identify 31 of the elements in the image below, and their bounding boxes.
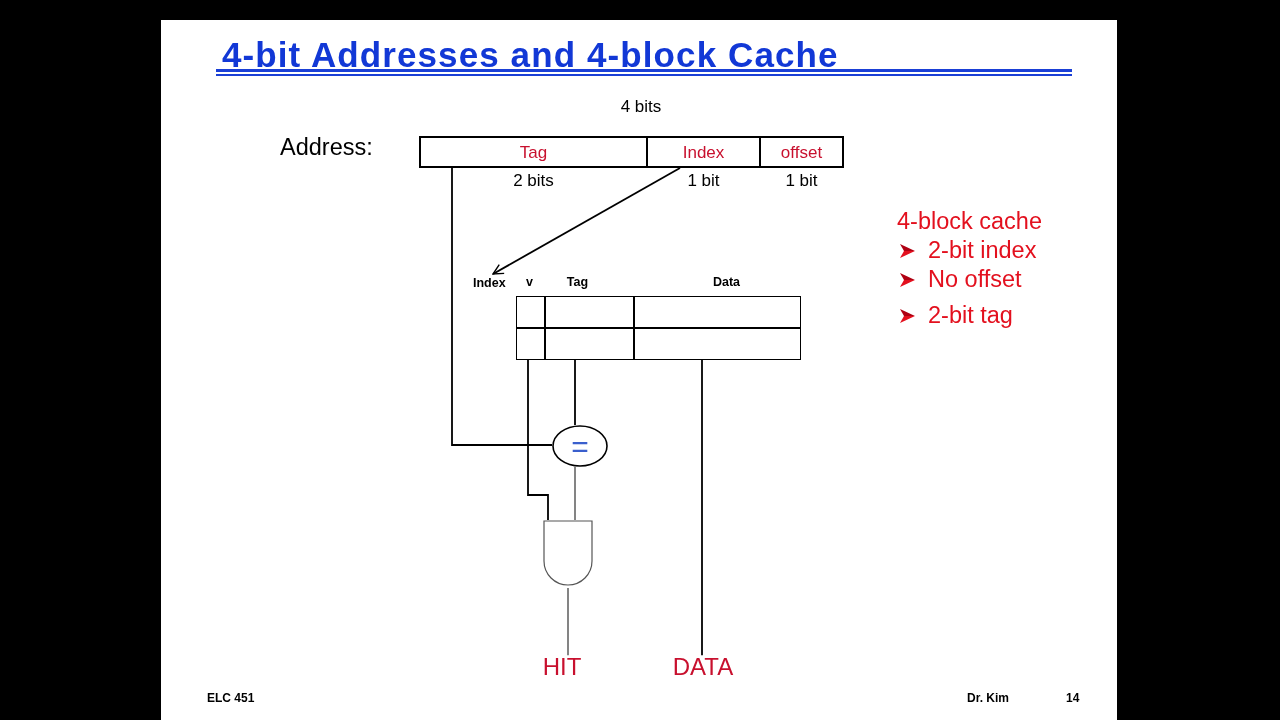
list-item: No offset — [928, 268, 1022, 292]
equals-sign: = — [571, 432, 589, 463]
list-item: 2-bit index — [928, 239, 1037, 263]
connector-line — [574, 359, 576, 426]
slide-title: 4-bit Addresses and 4-block Cache — [222, 36, 839, 72]
field-name: Index — [682, 143, 725, 161]
list-heading: 4-block cache — [897, 210, 1042, 234]
footer-text: Dr. Kim — [967, 692, 1009, 705]
bit-width-label: 1 bit — [687, 171, 720, 189]
width-label: 4 bits — [620, 97, 662, 115]
column-header: v — [526, 276, 533, 289]
and-gate-symbol — [543, 520, 593, 588]
connector-line — [567, 587, 569, 657]
output-label: DATA — [672, 655, 734, 680]
column-header: Data — [712, 276, 741, 289]
footer-text: ELC 451 — [207, 692, 255, 705]
field-name: offset — [780, 143, 823, 161]
index-header: Index — [473, 276, 506, 290]
connector-line — [701, 359, 703, 657]
arrow — [492, 167, 681, 275]
connector-line — [527, 359, 549, 521]
register-label: Address: — [280, 136, 373, 160]
list-item: 2-bit tag — [928, 304, 1013, 328]
bit-width-label: 1 bit — [785, 171, 818, 189]
connector-line — [574, 466, 576, 521]
field-name: Tag — [519, 143, 548, 161]
page-number: 14 — [1066, 692, 1080, 705]
column-header: Tag — [566, 276, 589, 289]
connector-line — [451, 167, 553, 446]
output-label: HIT — [542, 655, 582, 680]
bit-width-label: 2 bits — [513, 171, 554, 189]
